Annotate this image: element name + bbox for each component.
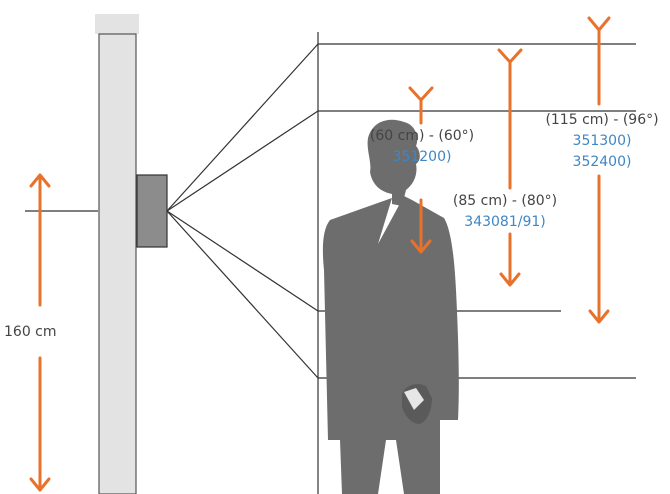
view-lines <box>166 43 319 379</box>
view-line-115cm-bottom <box>166 210 319 379</box>
zone-60cm-spec: (60 cm) - (60°) <box>370 128 474 144</box>
zone-115cm-code-2: 352400) <box>573 154 632 170</box>
view-line-60cm-bottom <box>166 210 319 312</box>
zone-85cm-code: 343081/91) <box>464 214 545 230</box>
zone-arrow-85cm <box>497 48 523 287</box>
zone-arrow-60cm <box>408 86 434 254</box>
wall-cap <box>95 14 139 34</box>
zone-85cm-spec: (85 cm) - (80°) <box>453 193 557 209</box>
view-line-60cm-top <box>166 110 319 212</box>
wall <box>98 33 137 494</box>
zone-60cm-code: 351200) <box>393 149 452 165</box>
person-silhouette <box>322 119 459 494</box>
height-label: 160 cm <box>4 324 57 340</box>
height-arrow-up <box>29 173 51 307</box>
height-arrow-down <box>29 356 51 492</box>
zone-arrow-115cm <box>587 16 611 324</box>
zone-115cm-code-1: 351300) <box>573 133 632 149</box>
view-line-115cm-top <box>166 43 319 212</box>
zone-115cm-spec: (115 cm) - (96°) <box>545 112 658 128</box>
entry-panel-device <box>136 174 168 248</box>
